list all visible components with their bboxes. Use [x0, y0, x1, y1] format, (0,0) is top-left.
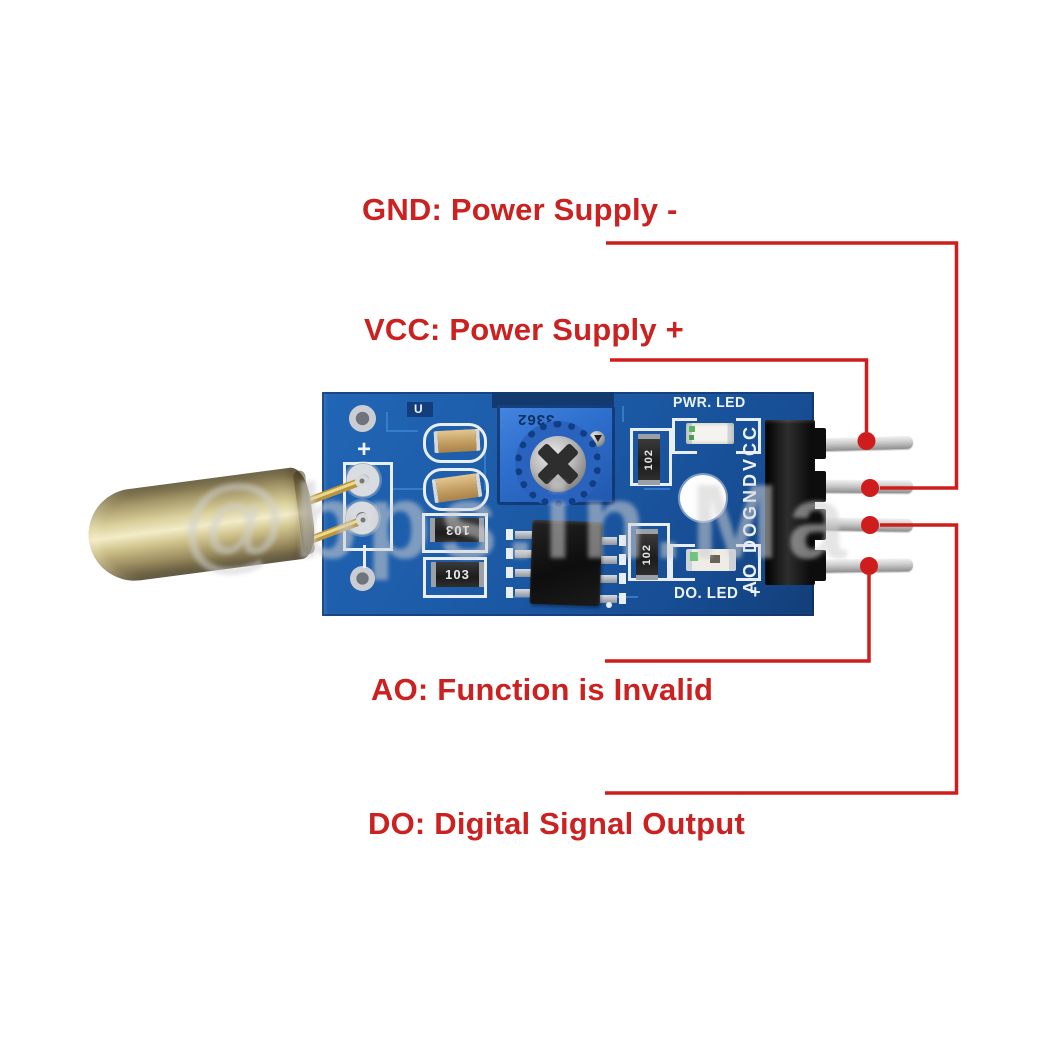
trimmer-rotor [515, 421, 601, 507]
pin-dot-do [861, 516, 879, 534]
ic-pad-silk [619, 554, 626, 565]
smd-resistor-102-a: 102 [638, 434, 660, 485]
mounting-hole-top-left [349, 405, 376, 432]
trimmer-shadow [492, 392, 614, 408]
led-speck [710, 555, 720, 563]
pcb-trace [386, 412, 388, 432]
silk-dot [606, 602, 612, 608]
do-led-label: DO. LED [674, 585, 739, 602]
pwr-led-label: PWR. LED [673, 394, 746, 411]
ic-pin [600, 575, 617, 583]
ic-pin [515, 531, 532, 539]
trimmer-screw-slot [530, 436, 586, 492]
ic-pin [600, 556, 617, 564]
resistor-marking: 103 [445, 567, 470, 582]
power-led [686, 423, 734, 444]
pin-dot-vcc [857, 432, 876, 450]
capacitor-silk-outline [423, 423, 487, 463]
ic-pad-silk [506, 567, 513, 578]
screw-arrow [594, 435, 602, 442]
ic-pin [600, 537, 617, 545]
led-glint [689, 426, 695, 432]
smd-resistor-103-b: 103 [431, 562, 484, 587]
connector-line-do [605, 523, 959, 795]
ic-pad-silk [506, 529, 513, 540]
header-collar [810, 471, 826, 502]
solder-joint-center [360, 517, 366, 523]
ic-pad-silk [506, 548, 513, 559]
annotation-gnd-label: GND: Power Supply - [362, 192, 678, 227]
tilt-switch-plus-mark: + [357, 436, 372, 463]
resistor-silk-outline [423, 557, 487, 598]
led-glint [689, 435, 694, 440]
u-silk-mark: U [414, 402, 423, 416]
pin-header-housing [765, 420, 815, 585]
smd-resistor-103-a: 103 [430, 518, 484, 542]
trimmer-potentiometer: 3362 [497, 405, 615, 507]
pcb-trace [388, 430, 418, 432]
do-led [686, 549, 736, 571]
resistor-silk-outline [422, 513, 488, 553]
connector-line-ao [605, 575, 871, 663]
ic-pad-silk [619, 573, 626, 584]
annotation-do-label: DO: Digital Signal Output [368, 806, 745, 841]
ic-pad-silk [506, 587, 513, 598]
led-glint [690, 552, 698, 561]
ic-pin [515, 569, 532, 577]
ic-pad-silk [619, 535, 626, 546]
ic-pad-silk [619, 593, 626, 604]
do-led-silk-bracket [736, 544, 761, 581]
header-collar [810, 550, 826, 581]
pcb-trace [392, 488, 424, 490]
connector-line-gnd [606, 241, 959, 490]
mounting-hole-center [680, 475, 726, 521]
capacitor-silk-outline [423, 468, 489, 511]
ic-pin [515, 550, 532, 558]
header-collar [810, 509, 826, 540]
watermark: @bps.in.Ma [182, 463, 855, 581]
annotation-ao-label: AO: Function is Invalid [371, 672, 714, 707]
smd-pad-dark [407, 402, 433, 417]
pwr-led-silk-bracket [672, 418, 697, 454]
solder-joint-center [359, 478, 365, 484]
pin-dot-gnd [861, 479, 879, 497]
smd-resistor-102-b: 102 [636, 529, 658, 580]
pcb-trace [484, 450, 486, 490]
annotation-vcc-label: VCC: Power Supply + [364, 312, 684, 347]
pcb-trace [622, 406, 624, 422]
connector-line-vcc [610, 358, 869, 432]
do-led-silk-bracket [670, 544, 695, 581]
ic-pin [600, 595, 617, 603]
silk-line [363, 545, 366, 568]
header-collar [810, 428, 826, 459]
pwr-led-silk-bracket [736, 418, 761, 454]
do-led-plus-mark: + [750, 582, 761, 602]
pin-dot-ao [860, 557, 878, 575]
ic-pin [515, 589, 532, 597]
mounting-hole-bottom-left [350, 566, 375, 591]
pcb-trace [644, 488, 670, 490]
